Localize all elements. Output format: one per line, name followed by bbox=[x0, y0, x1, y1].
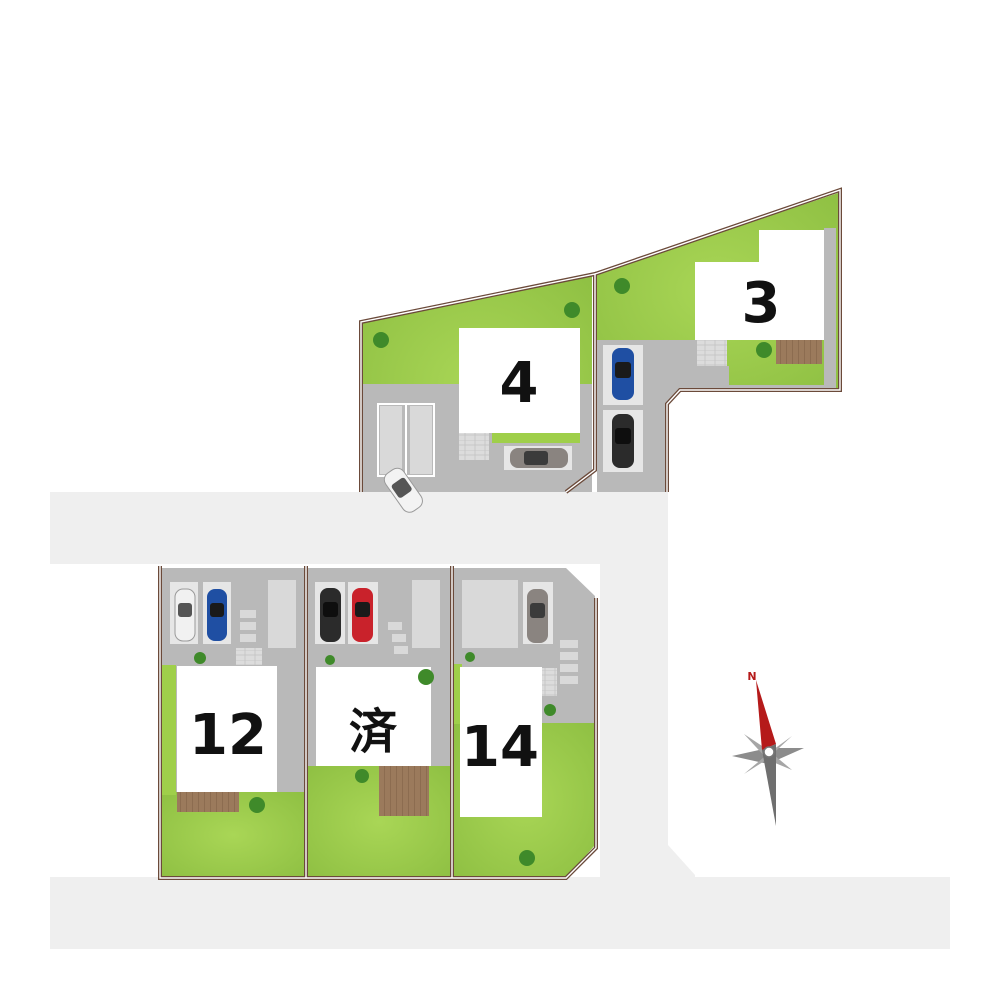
lot-3-paving bbox=[597, 340, 826, 492]
tree-icon bbox=[194, 652, 206, 664]
compass-center-icon bbox=[763, 746, 775, 758]
lot-12-lawn-left bbox=[162, 665, 176, 795]
lot-sold-parcel[interactable]: 済 bbox=[308, 568, 450, 878]
tree-icon bbox=[756, 342, 772, 358]
compass-north-needle-icon bbox=[756, 680, 776, 750]
road-lower bbox=[50, 877, 950, 949]
lot-14-lawn-left bbox=[454, 664, 462, 724]
tree-icon bbox=[519, 850, 535, 866]
lot-12-house bbox=[177, 666, 277, 792]
compass-north-label: N bbox=[747, 670, 756, 683]
lot-14-label: 14 bbox=[461, 715, 539, 780]
lot-4-stepping-stones bbox=[380, 406, 432, 474]
lot-14-house bbox=[460, 667, 542, 817]
lot-4-lawn-strip bbox=[492, 433, 580, 443]
entry-car bbox=[383, 467, 423, 513]
lot-sold-deck bbox=[379, 766, 429, 816]
lot-sold-stepping-stones bbox=[388, 580, 440, 654]
tree-icon bbox=[325, 655, 335, 665]
lot-4-car bbox=[510, 448, 568, 468]
lot-3-deck bbox=[776, 340, 822, 364]
lot-12-car-blue bbox=[207, 589, 227, 641]
lot-12-porch bbox=[236, 648, 262, 665]
road-east bbox=[668, 492, 695, 877]
lot-12-stepping-stones bbox=[240, 580, 296, 648]
lot-12-deck bbox=[177, 792, 239, 812]
lot-sold-car-black bbox=[320, 588, 341, 642]
road-upper bbox=[50, 492, 668, 564]
lot-4-house bbox=[459, 328, 580, 433]
lot-3-porch bbox=[697, 340, 727, 366]
compass-rose: N bbox=[732, 670, 804, 826]
lot-14-parcel[interactable]: 14 bbox=[454, 568, 595, 878]
lot-4-parcel[interactable]: 4 bbox=[363, 276, 592, 515]
lot-3-car-black bbox=[612, 414, 634, 468]
compass-south-needle-icon bbox=[762, 744, 776, 826]
lot-3-house-2 bbox=[759, 230, 824, 340]
tree-icon bbox=[614, 278, 630, 294]
tree-icon bbox=[373, 332, 389, 348]
lower-fences-inner bbox=[159, 566, 597, 879]
lot-3-house bbox=[695, 262, 759, 340]
tree-icon bbox=[418, 669, 434, 685]
lot-3-side-path bbox=[824, 228, 836, 388]
lot-14-porch bbox=[541, 668, 557, 696]
lot-sold-car-red bbox=[352, 588, 373, 642]
lot-4-label: 4 bbox=[500, 351, 539, 416]
roads bbox=[50, 492, 950, 949]
lot-12-parcel[interactable]: 12 bbox=[162, 568, 304, 878]
road-east-strip bbox=[600, 492, 668, 877]
lot-4-porch bbox=[459, 433, 489, 460]
lot-3-parcel[interactable]: 3 bbox=[597, 193, 838, 492]
lot-12-label: 12 bbox=[189, 703, 267, 768]
lot-12-car-white bbox=[174, 588, 196, 642]
tree-icon bbox=[544, 704, 556, 716]
lot-3-car-blue bbox=[612, 348, 634, 400]
lot-sold-label: 済 bbox=[349, 704, 398, 760]
lot-14-car-grey bbox=[527, 589, 548, 643]
tree-icon bbox=[465, 652, 475, 662]
tree-icon bbox=[355, 769, 369, 783]
upper-fences-inner bbox=[360, 189, 841, 493]
tree-icon bbox=[249, 797, 265, 813]
tree-icon bbox=[564, 302, 580, 318]
lot-3-label: 3 bbox=[742, 271, 781, 336]
lot-sold-house bbox=[316, 667, 431, 766]
lot-14-stepping-stones bbox=[462, 580, 578, 684]
